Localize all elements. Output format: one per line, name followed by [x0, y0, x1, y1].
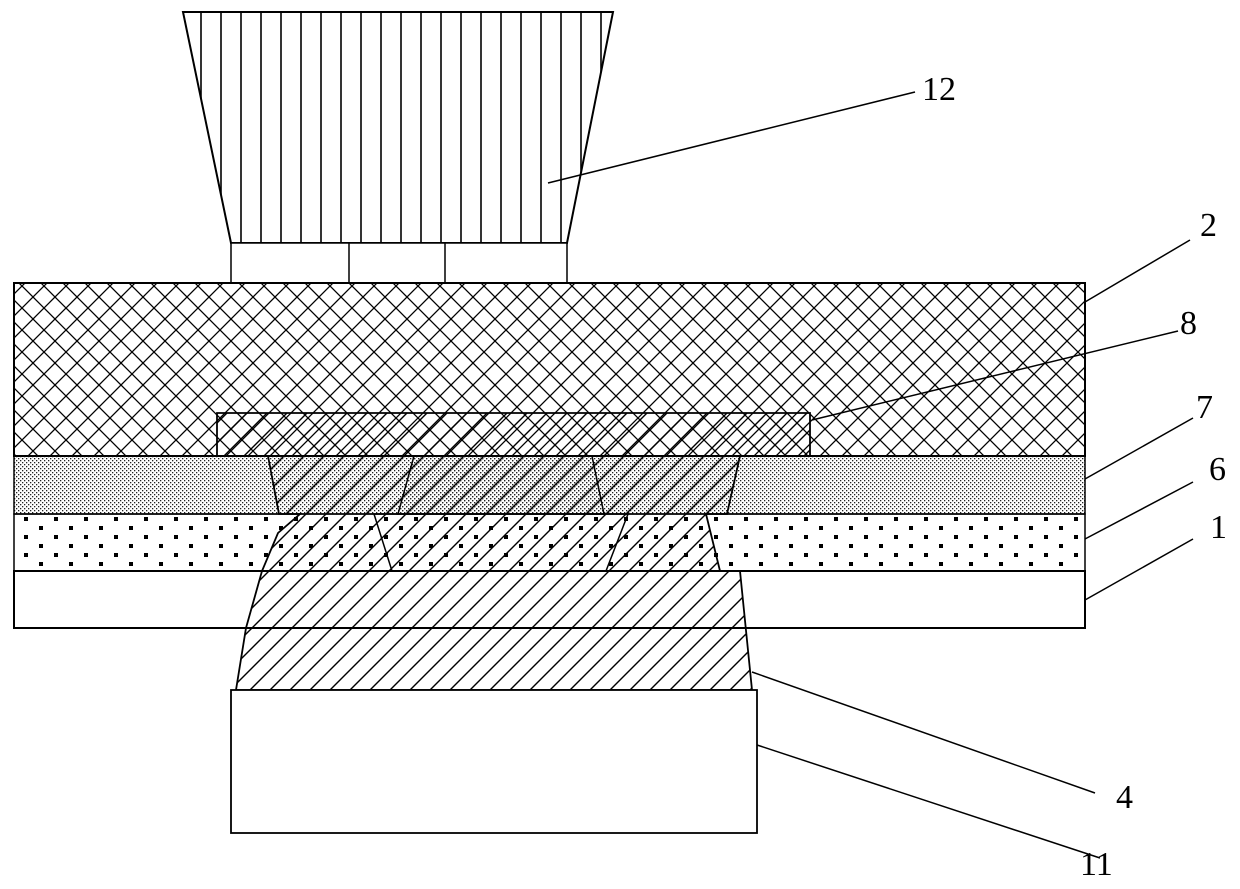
label-12: 12: [922, 71, 956, 108]
label-11: 11: [1080, 846, 1113, 883]
label-8: 8: [1180, 305, 1197, 342]
label-4: 4: [1116, 779, 1133, 816]
component-11: [231, 690, 757, 833]
label-1: 1: [1210, 509, 1227, 546]
label-7: 7: [1196, 389, 1213, 426]
label-2: 2: [1200, 207, 1217, 244]
layer-6-island: [374, 514, 628, 571]
component-12: [183, 12, 613, 283]
label-6: 6: [1209, 451, 1226, 488]
layer-7-island: [398, 456, 604, 514]
